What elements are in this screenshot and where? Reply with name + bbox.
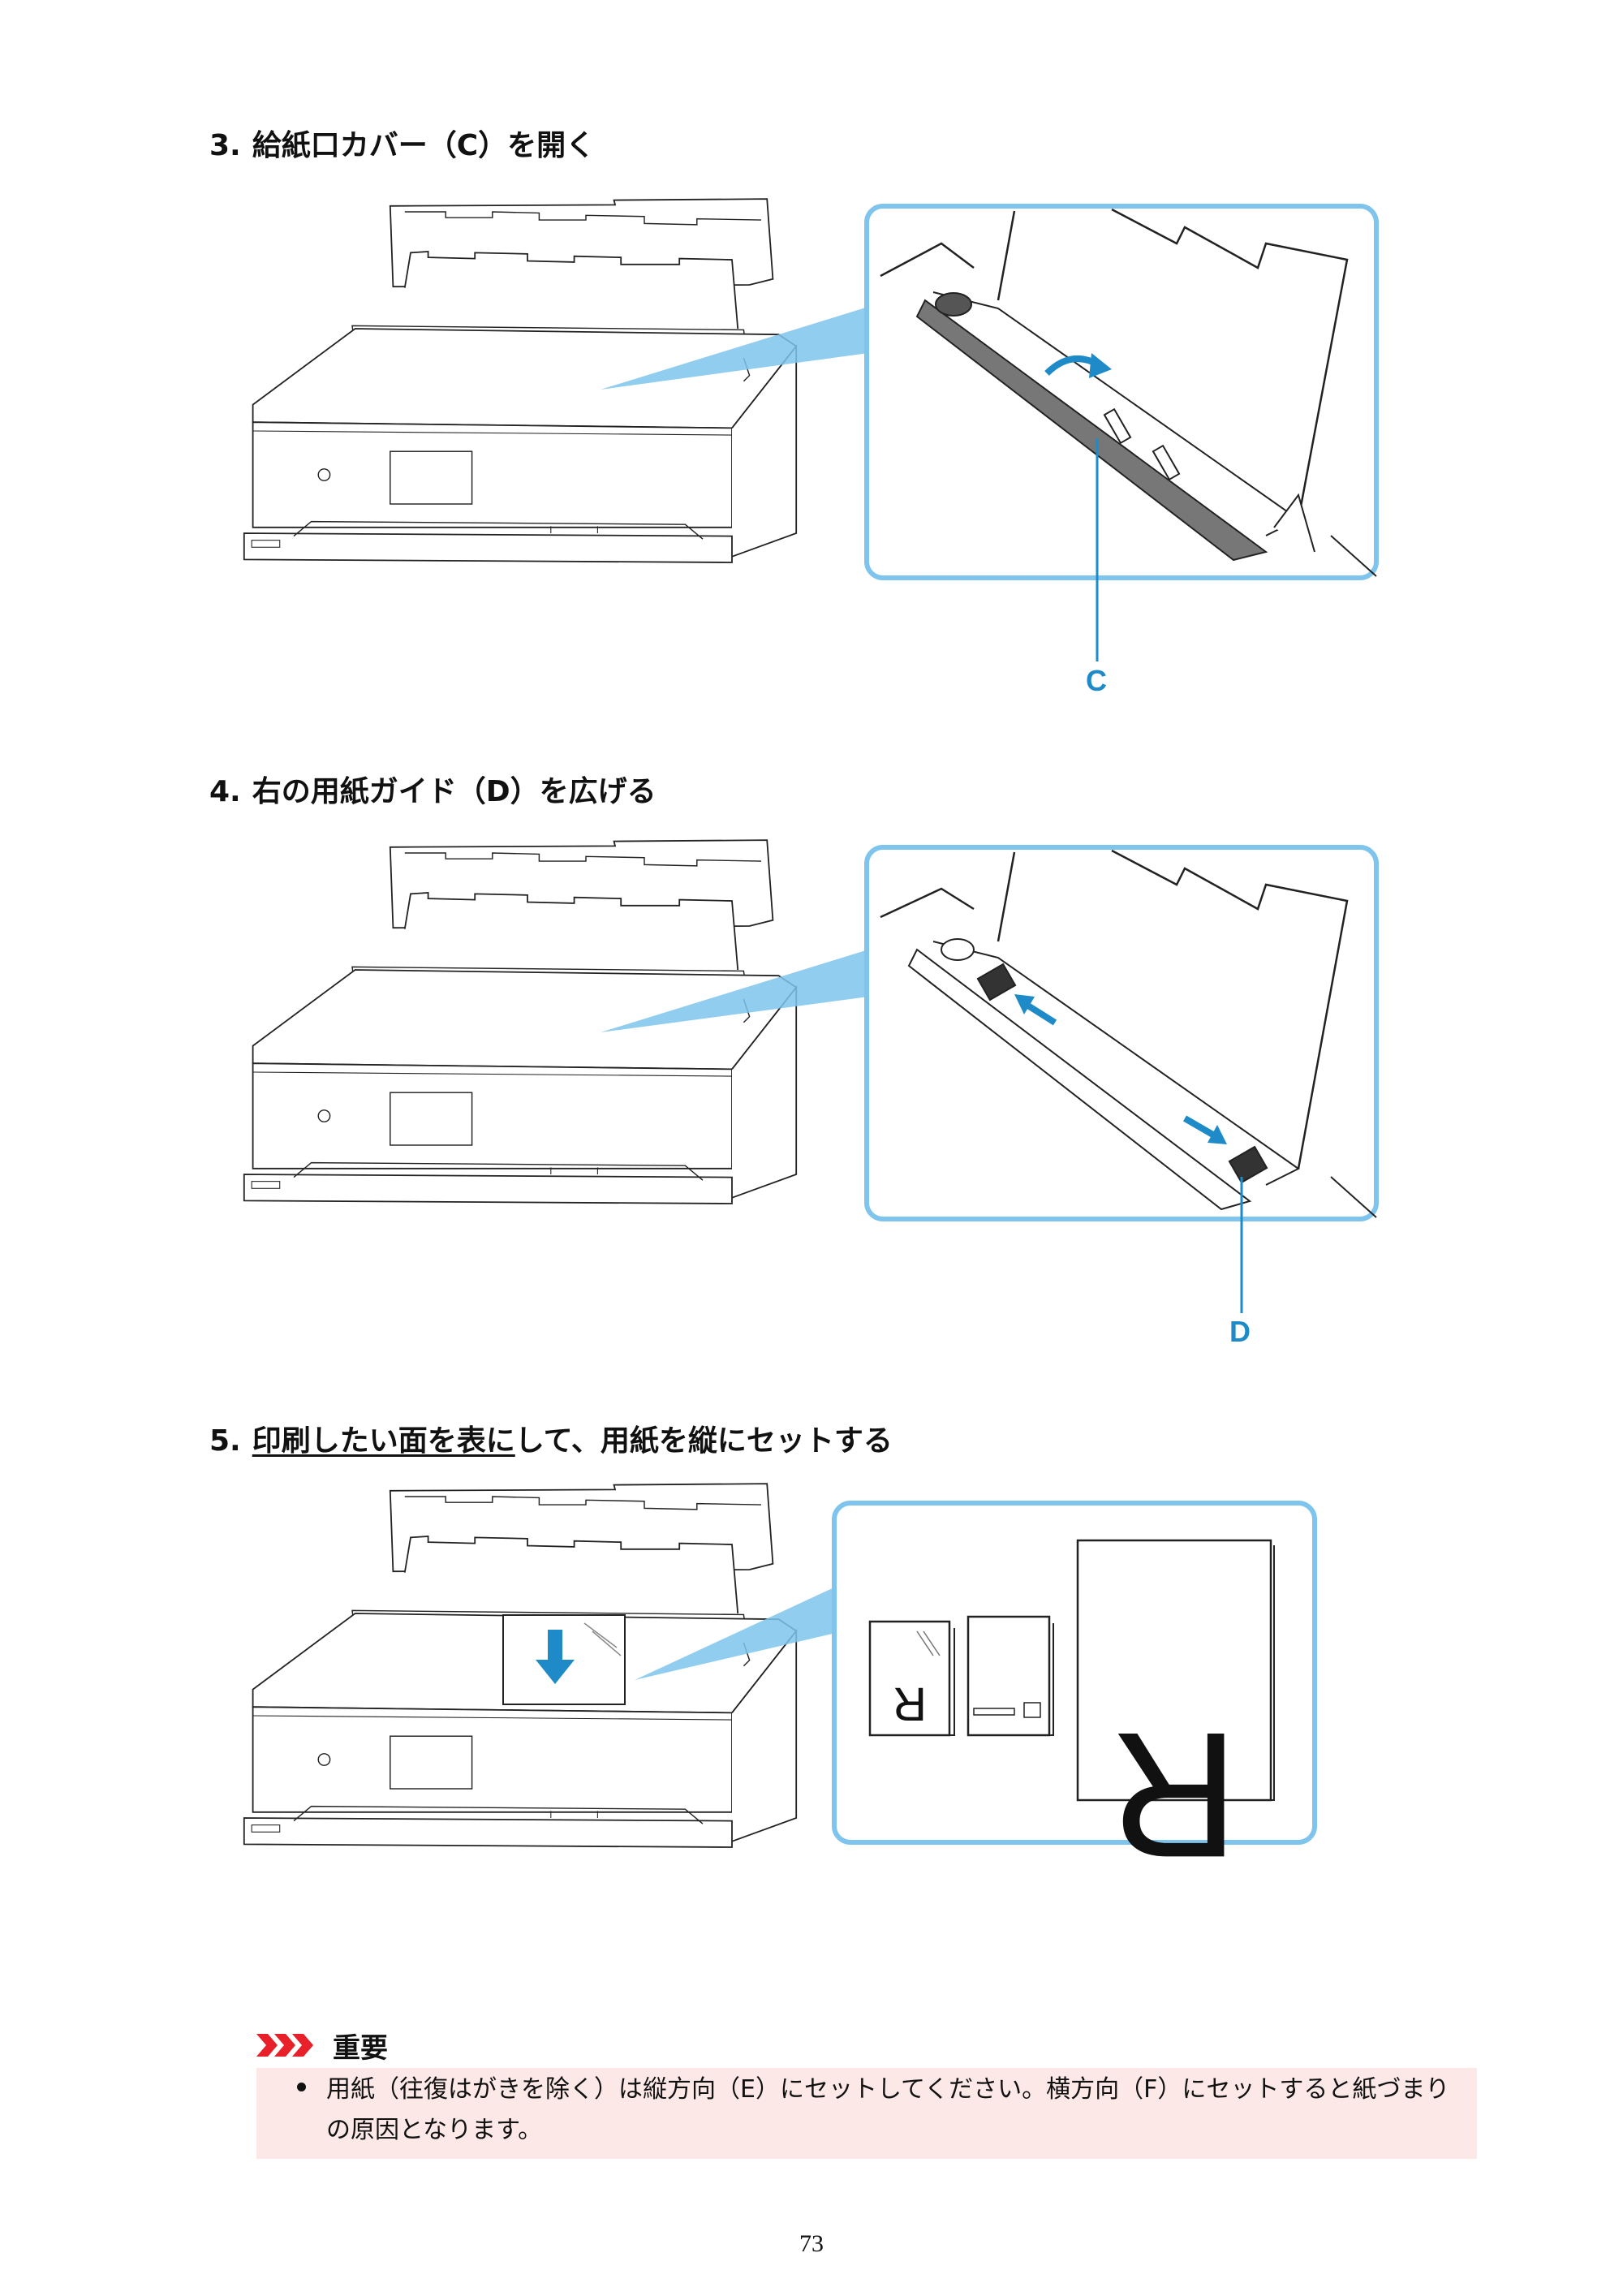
important-item: 用紙（往復はがきを除く）は縦方向（E）にセットしてください。横方向（F）にセット…: [326, 2075, 1450, 2144]
paper-feed-detail: [864, 204, 1379, 580]
step-5-figure: R R: [243, 1483, 1317, 1895]
zoom-pointer: [601, 307, 868, 390]
step-3-figure: [243, 198, 1379, 661]
step-3-text: 給紙口カバー（C）を開く: [252, 129, 596, 162]
bullet-icon: [297, 2083, 306, 2091]
callout-label-d: D: [1229, 1315, 1251, 1348]
page-number: 73: [799, 2230, 824, 2257]
important-chevron-icon: [256, 2034, 313, 2057]
step-5-title: 5. 印刷したい面を表にして、用紙を縦にセットする: [209, 1417, 893, 1459]
important-header: 重要: [256, 2027, 388, 2065]
step-5-text-underlined: 印刷したい面を表に: [252, 1424, 515, 1458]
important-box: 用紙（往復はがきを除く）は縦方向（E）にセットしてください。横方向（F）にセット…: [256, 2068, 1477, 2159]
arrow-icon: [536, 1630, 575, 1684]
paper-orientation-detail: R R: [832, 1501, 1317, 1895]
svg-text:R: R: [1110, 1695, 1239, 1895]
step-4-figure: [243, 839, 1379, 1313]
important-label: 重要: [333, 2031, 388, 2065]
step-4-title: 4. 右の用紙ガイド（D）を広げる: [209, 768, 657, 810]
zoom-pointer: [601, 950, 868, 1032]
step-4-text: 右の用紙ガイド（D）を広げる: [252, 775, 657, 808]
step-5-number: 5.: [209, 1424, 241, 1458]
zoom-pointer: [635, 1587, 836, 1680]
callout-label-c: C: [1086, 664, 1107, 697]
svg-text:R: R: [893, 1678, 927, 1730]
step-5-text-rest: して、用紙を縦にセットする: [514, 1424, 893, 1458]
paper-feed-detail: [864, 845, 1379, 1221]
step-4-number: 4.: [209, 775, 241, 808]
step-3-title: 3. 給紙口カバー（C）を開く: [209, 122, 595, 164]
step-3-number: 3.: [209, 129, 241, 162]
